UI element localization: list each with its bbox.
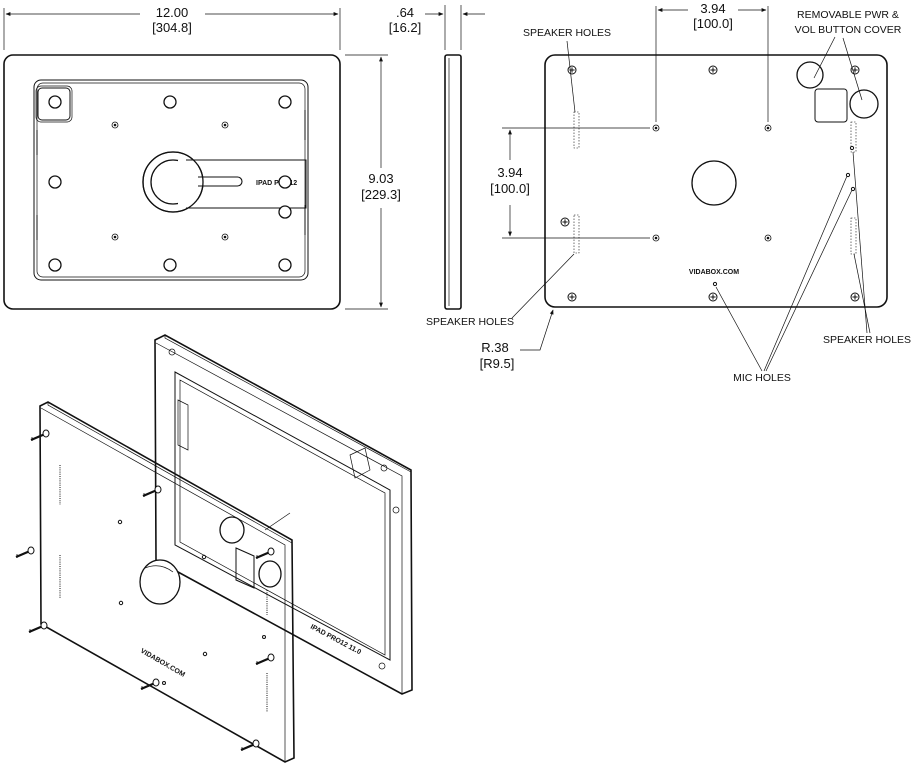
cover-label-line2: VOL BUTTON COVER	[795, 24, 902, 36]
speaker-label-left: SPEAKER HOLES	[426, 316, 514, 328]
width-mm: [304.8]	[152, 20, 192, 35]
iso-back-plate: VIDABOX.COM	[39, 401, 295, 763]
speaker-holes-left-top	[573, 111, 580, 149]
front-view: IPAD PRO12 12.00 [304.8] 9.03 [229.3]	[3, 5, 401, 310]
back-brand-text: VIDABOX.COM	[689, 269, 739, 276]
height-inches: 9.03	[368, 171, 393, 186]
volume-button-cover	[814, 88, 848, 123]
depth-mm: [16.2]	[389, 20, 422, 35]
side-profile	[444, 54, 462, 310]
iso-frame-label: IPAD PRO12 11.0	[309, 624, 362, 657]
center-cable-hole	[691, 160, 737, 206]
front-outer-frame	[3, 54, 341, 310]
slot-label: IPAD PRO12	[256, 180, 297, 187]
power-button-cover	[796, 61, 824, 89]
speaker-holes-right-top	[850, 121, 857, 153]
speaker-label-right: SPEAKER HOLES	[823, 334, 911, 346]
speaker-holes-right-bottom	[850, 217, 857, 255]
radius-inches: R.38	[481, 340, 508, 355]
cover-label-line1: REMOVABLE PWR &	[797, 9, 899, 21]
radius-mm: [R9.5]	[480, 356, 515, 371]
iso-view: IPAD PRO12 11.0 VIDABOX.COM	[14, 334, 413, 763]
back-plate	[544, 54, 888, 308]
hole-spacing-v-mm: [100.0]	[490, 181, 530, 196]
speaker-holes-left-bottom	[573, 214, 580, 254]
camera-cutout	[37, 87, 71, 121]
mic-label: MIC HOLES	[733, 372, 791, 384]
hole-spacing-h-mm: [100.0]	[693, 16, 733, 31]
height-mm: [229.3]	[361, 187, 401, 202]
speaker-label-top: SPEAKER HOLES	[523, 27, 611, 39]
back-view: VIDABOX.COM 3.94 [100.0] 3.94 [100.0] RE…	[426, 1, 911, 384]
width-inches: 12.00	[156, 5, 189, 20]
iso-frame: IPAD PRO12 11.0	[154, 334, 413, 695]
front-inner-opening	[33, 79, 309, 281]
hole-spacing-v-inches: 3.94	[497, 165, 522, 180]
iso-brand-text: VIDABOX.COM	[139, 648, 186, 679]
hole-spacing-h-inches: 3.94	[700, 1, 725, 16]
side-view: .64 [16.2]	[389, 5, 485, 310]
depth-inches: .64	[396, 5, 414, 20]
